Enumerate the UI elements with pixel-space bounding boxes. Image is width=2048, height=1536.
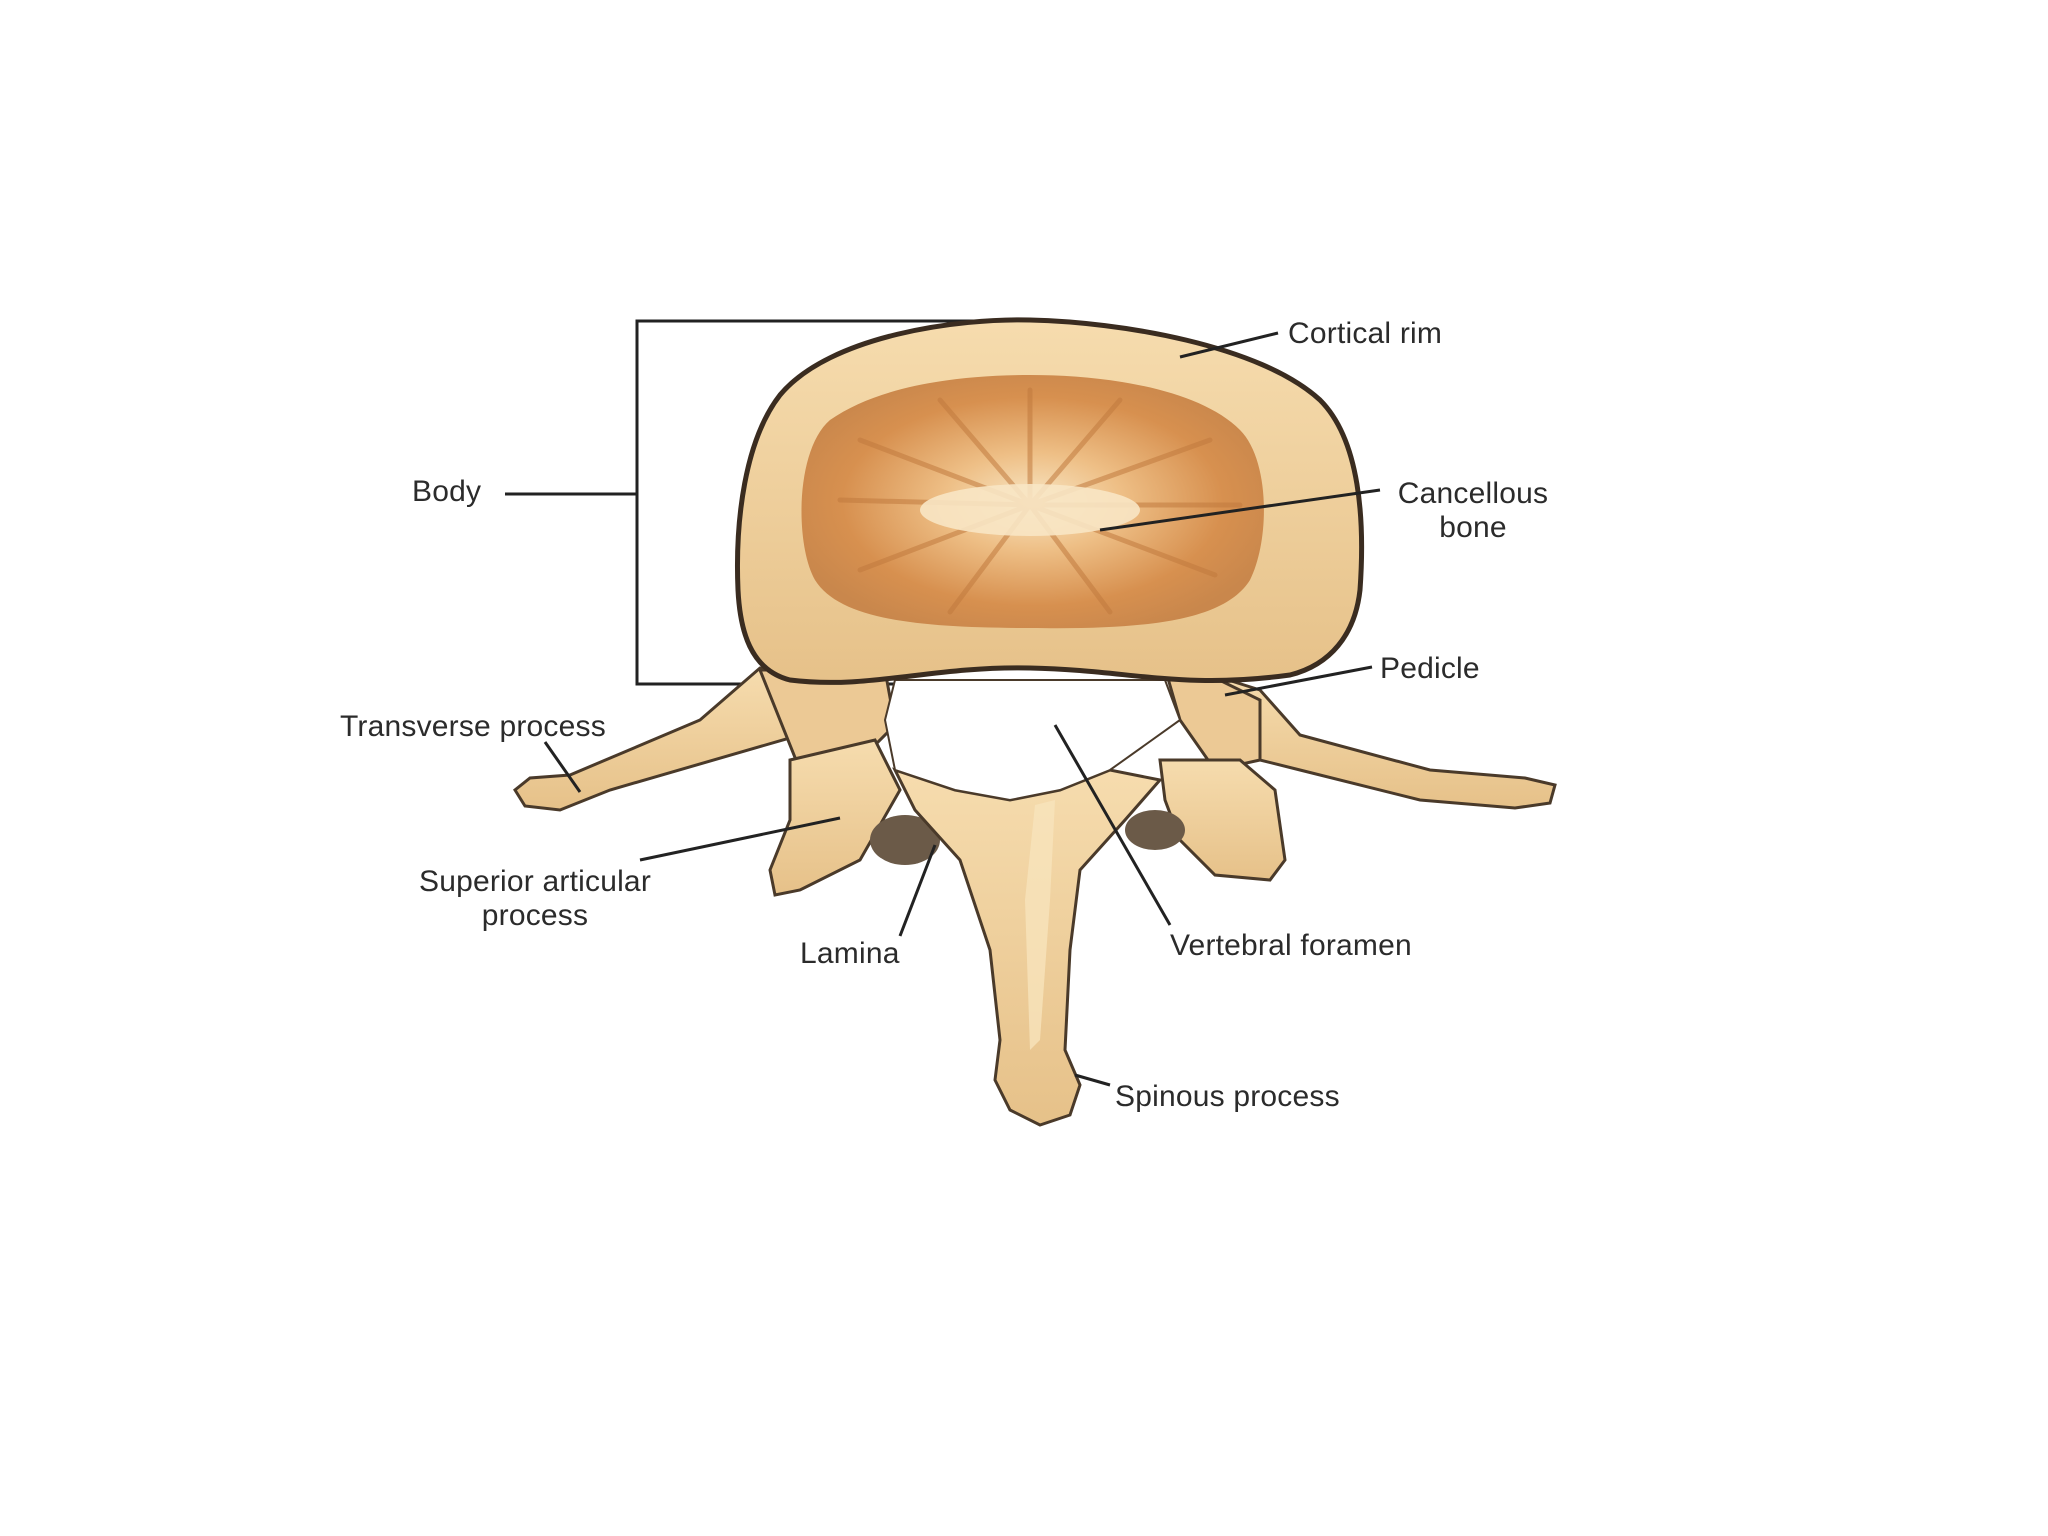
leader-spinous: [1074, 1073, 1111, 1087]
label-lamina: Lamina: [800, 937, 900, 970]
leader-cancellous: [1099, 488, 1381, 532]
right-lamina-shadow: [1125, 810, 1185, 850]
label-cancellous-line1: Cancellous: [1397, 477, 1549, 510]
label-superior-articular-line1: Superior articular: [418, 865, 652, 898]
spinous-process-highlight: [1025, 800, 1055, 1050]
leader-lines: [505, 331, 1381, 1087]
label-vertebral-foramen: Vertebral foramen: [1170, 929, 1412, 962]
label-cortical-rim: Cortical rim: [1288, 317, 1443, 350]
leader-lamina: [898, 844, 937, 937]
vertebral-foramen-shape: [883, 679, 1182, 802]
leader-superior-articular: [639, 816, 841, 862]
right-transverse-process: [1188, 665, 1557, 810]
cancellous-center: [920, 484, 1140, 536]
label-cancellous-line2: bone: [1439, 511, 1507, 544]
leader-pedicle: [1224, 665, 1373, 697]
leader-vertebral-foramen: [1053, 724, 1172, 926]
label-superior-articular-line2: process: [481, 899, 589, 932]
leader-transverse: [543, 741, 582, 793]
left-lamina-shadow: [870, 815, 940, 865]
label-cancellous-bone: Cancellous bone: [1378, 477, 1568, 545]
label-pedicle: Pedicle: [1380, 652, 1480, 685]
leader-cortical-rim: [1179, 331, 1279, 359]
label-superior-articular-process: Superior articular process: [380, 865, 690, 933]
label-spinous-process: Spinous process: [1115, 1080, 1340, 1113]
label-transverse-process: Transverse process: [340, 710, 606, 743]
left-superior-articular-process: [768, 738, 902, 897]
label-body: Body: [412, 475, 482, 508]
